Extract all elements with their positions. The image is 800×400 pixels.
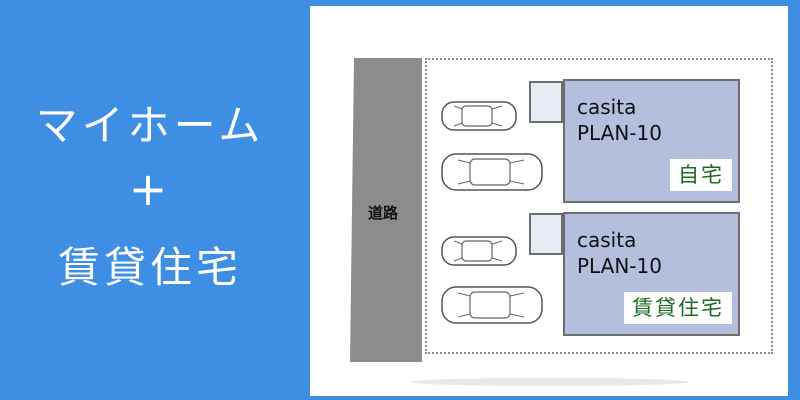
headline-plus: +: [128, 162, 172, 216]
drop-shadow: [410, 378, 690, 386]
car-icon: [441, 153, 543, 191]
car-icon: [441, 286, 543, 324]
annex-block: [529, 213, 563, 255]
annex-block: [529, 81, 563, 123]
car-icon: [441, 101, 517, 131]
site-plan: 道路 casita PLAN-10 自宅 casita PLAN-10 賃貸住宅: [310, 6, 788, 396]
site-boundary: [425, 58, 773, 354]
house-name-line-2: PLAN-10: [577, 121, 662, 145]
headline-line-1: マイホーム: [35, 101, 265, 150]
house-rental: casita PLAN-10 賃貸住宅: [563, 212, 740, 336]
house-name-line-1: casita: [577, 228, 637, 252]
car-icon: [441, 236, 517, 266]
house-home: casita PLAN-10 自宅: [563, 79, 740, 203]
house-use-label: 自宅: [670, 159, 732, 191]
headline-line-3: 賃貸住宅: [57, 243, 242, 292]
house-use-label: 賃貸住宅: [624, 292, 732, 324]
house-name-line-2: PLAN-10: [577, 254, 662, 278]
road-label: 道路: [367, 204, 398, 222]
road: [350, 58, 422, 362]
headline-panel: マイホーム + 賃貸住宅: [0, 0, 300, 400]
house-name-line-1: casita: [577, 95, 637, 119]
